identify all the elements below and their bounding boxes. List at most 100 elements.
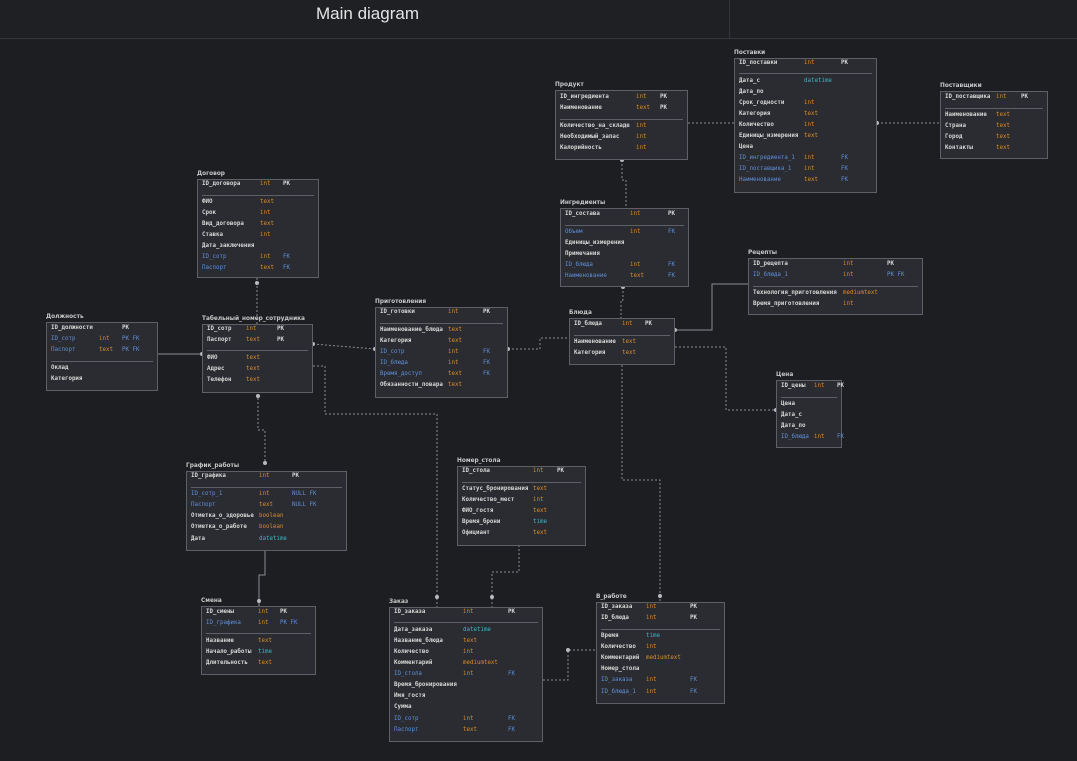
table-field-row[interactable]: Дата_по	[777, 421, 841, 431]
table-field-row[interactable]: Категория	[47, 374, 157, 384]
table-field-row[interactable]: Цена	[777, 399, 841, 409]
table-field-row[interactable]: Номер_стола	[597, 664, 724, 674]
table-field-row[interactable]: Цена	[735, 142, 876, 152]
table-field-row[interactable]: Дата_заключения	[198, 241, 318, 251]
table-field-row[interactable]: Имя_гостя	[390, 691, 542, 701]
table-field-row[interactable]: Оклад	[47, 363, 157, 373]
table-field-row[interactable]: Единицы_измерения	[561, 238, 688, 248]
table-field-row[interactable]: Дата_с	[777, 410, 841, 420]
table-field-row[interactable]: Примечания	[561, 249, 688, 259]
table-field-row[interactable]: Время_бронирования	[390, 680, 542, 690]
table-field-row[interactable]: Сумма	[390, 702, 542, 712]
table-field-row[interactable]: Дата_по	[735, 87, 876, 97]
